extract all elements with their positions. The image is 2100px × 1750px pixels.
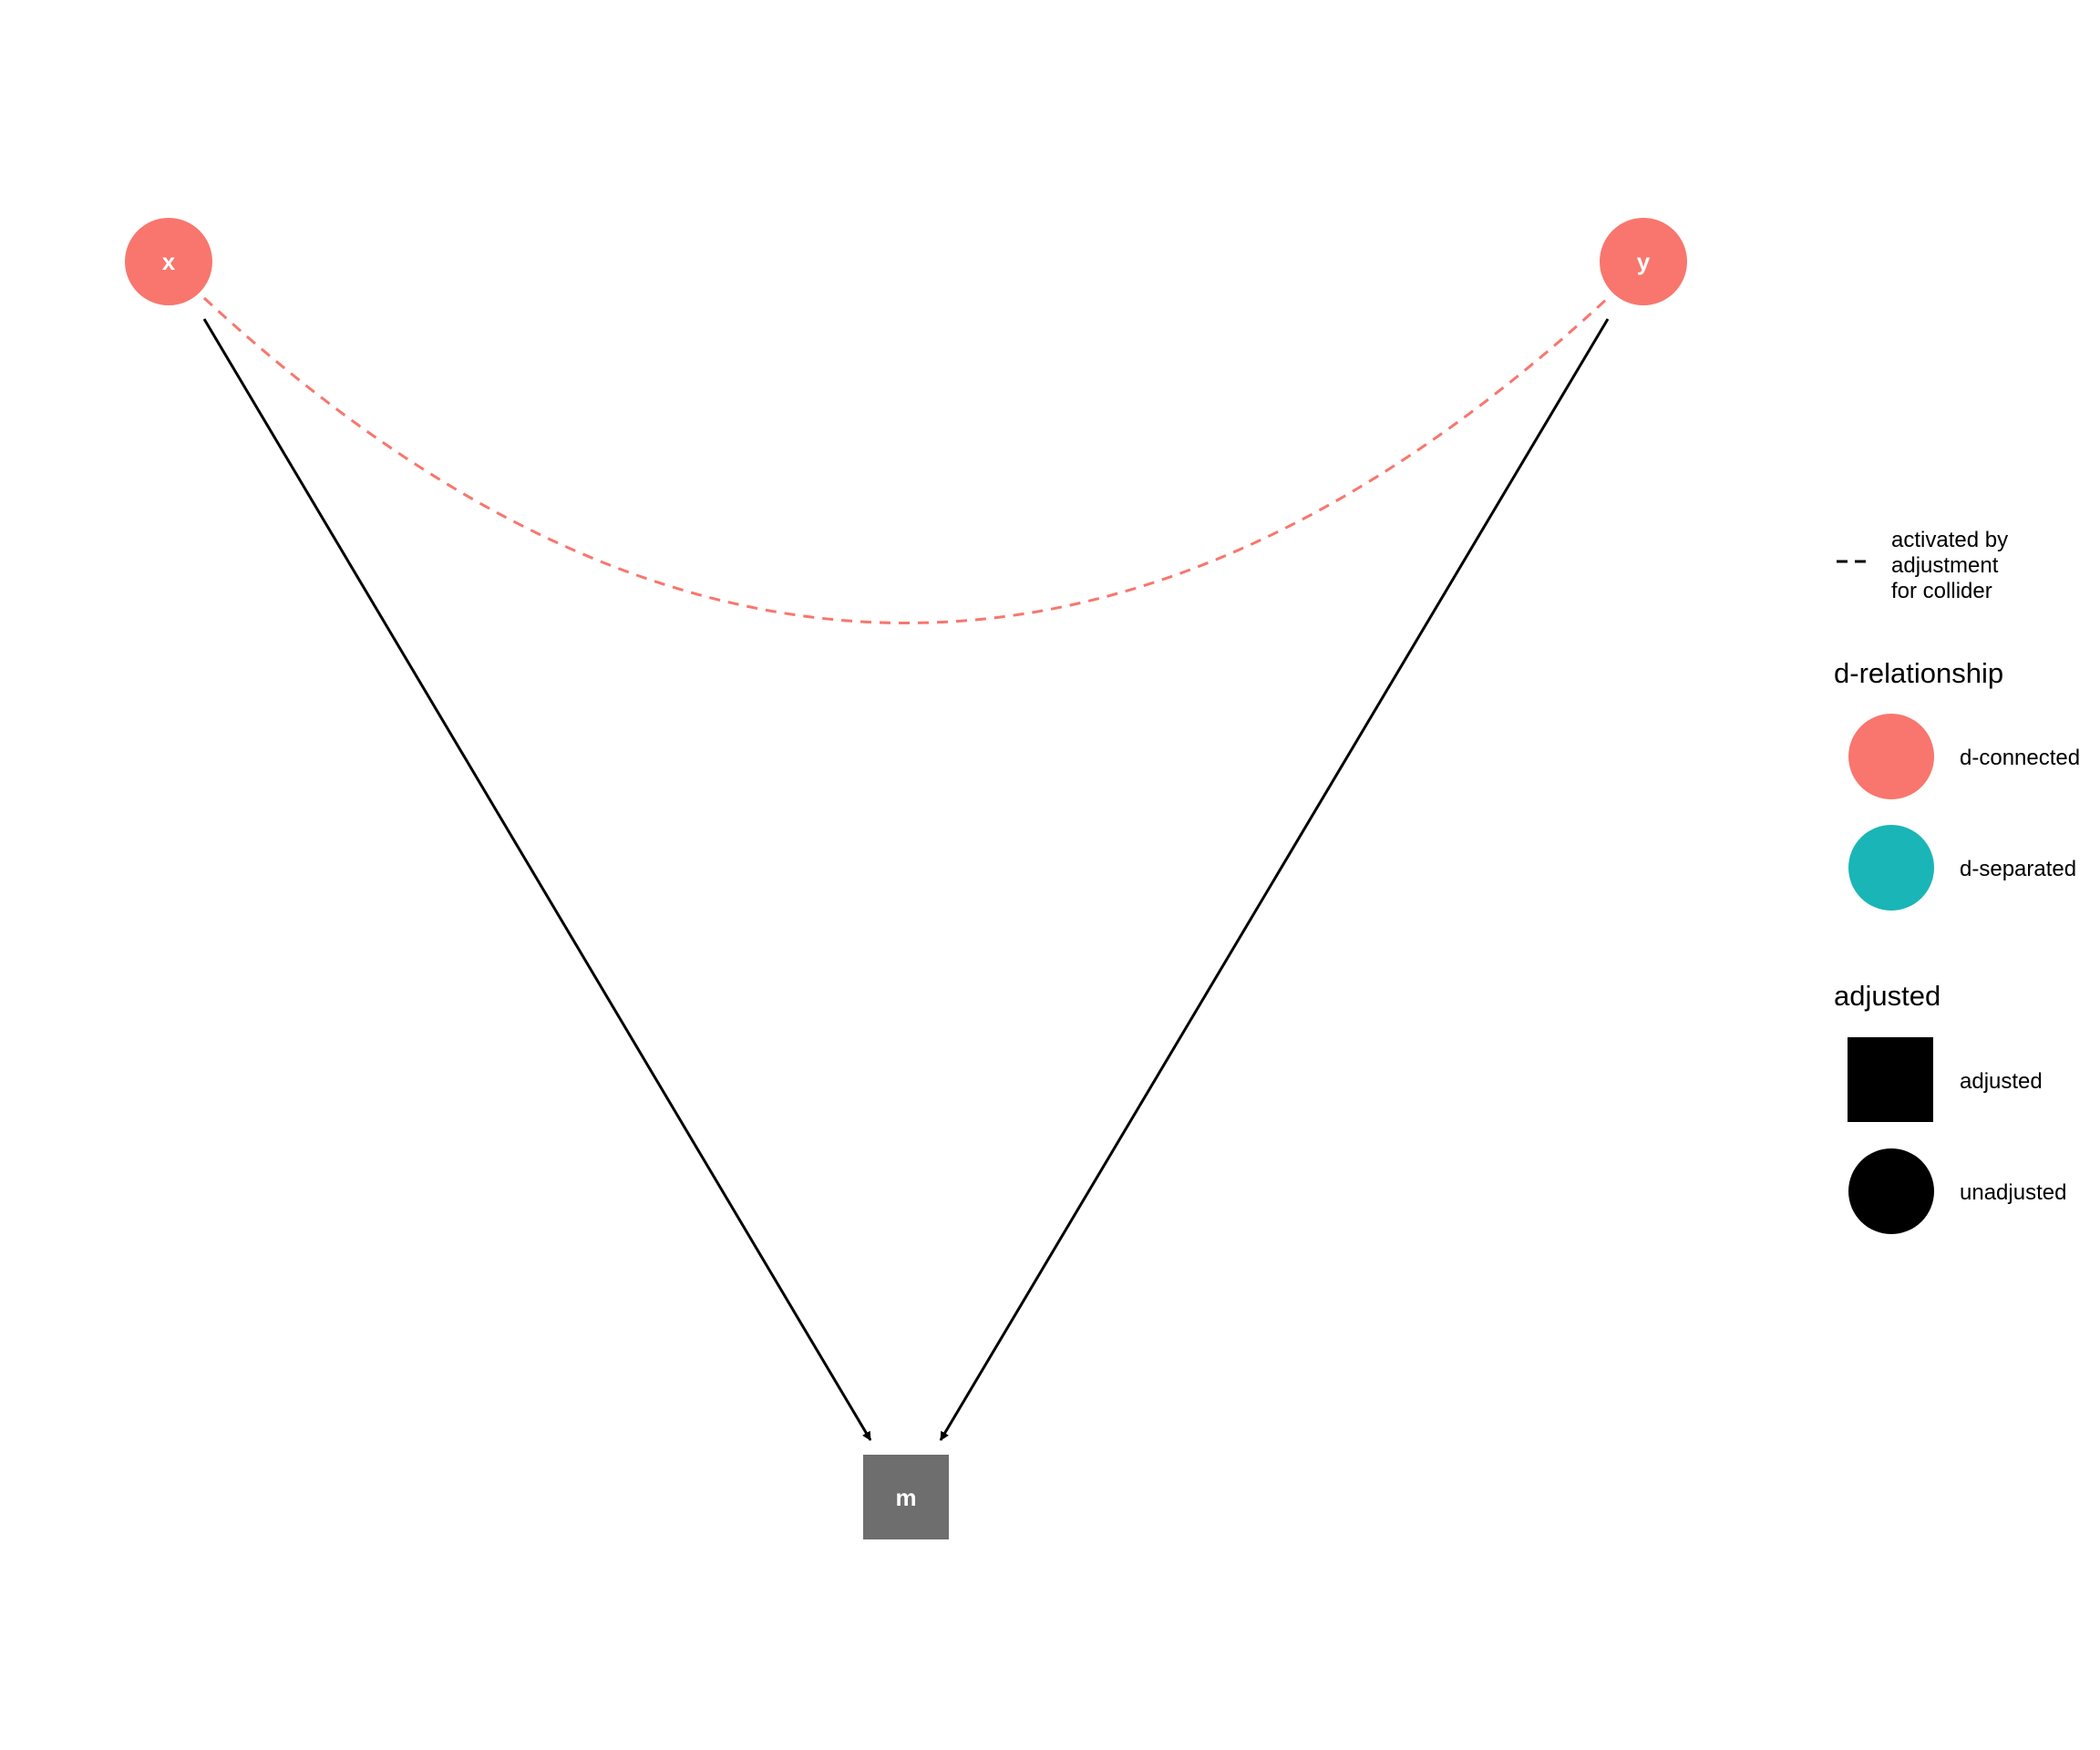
- legend-adjusted-label: adjusted: [1960, 1069, 2043, 1094]
- legend-d-connected-key: [1848, 714, 1934, 799]
- legend-d-relationship-title: d-relationship: [1834, 657, 2003, 689]
- node-x: x: [125, 218, 212, 305]
- legend-linetype: activated by adjustment for collider: [1837, 528, 2008, 603]
- node-y-label: y: [1637, 248, 1651, 275]
- legend-unadjusted-circle-key: [1848, 1148, 1934, 1234]
- nodes: x y m: [125, 218, 1687, 1539]
- legend-linetype-label-line2: adjustment: [1891, 553, 1999, 578]
- legend-adjusted-square-key: [1848, 1037, 1933, 1122]
- legend-linetype-label-line1: activated by: [1891, 528, 2008, 552]
- edge-x-to-m: [202, 318, 872, 1441]
- edge-y-to-m: [939, 318, 1610, 1441]
- legend-unadjusted-label: unadjusted: [1960, 1180, 2066, 1205]
- legend-linetype-label-line3: for collider: [1891, 579, 1992, 603]
- legend-adjusted: adjusted adjusted unadjusted: [1834, 980, 2066, 1234]
- legend: activated by adjustment for collider d-r…: [1834, 528, 2080, 1234]
- node-m-label: m: [895, 1484, 916, 1511]
- legend-d-separated-key: [1848, 825, 1934, 911]
- edge-x-y-collider-path: [202, 296, 1610, 624]
- legend-d-relationship: d-relationship d-connected d-separated: [1834, 657, 2080, 911]
- node-y: y: [1600, 218, 1687, 305]
- node-m: m: [863, 1455, 949, 1539]
- edges: [202, 296, 1610, 1441]
- legend-d-connected-label: d-connected: [1960, 746, 2080, 770]
- node-x-label: x: [162, 248, 176, 275]
- legend-adjusted-title: adjusted: [1834, 980, 1940, 1012]
- legend-d-separated-label: d-separated: [1960, 857, 2076, 881]
